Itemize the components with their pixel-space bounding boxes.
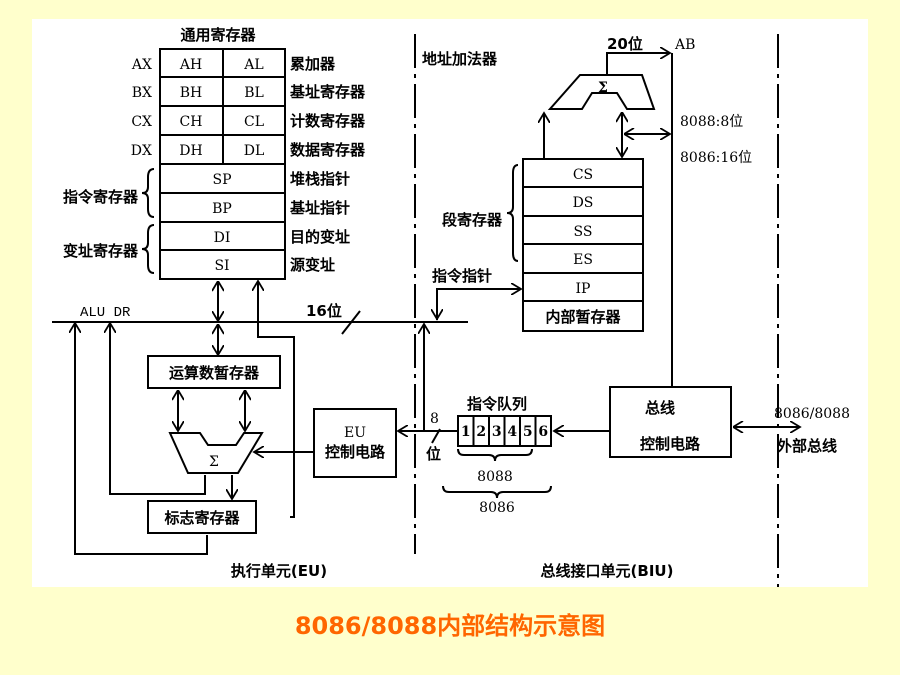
queue-slot-label: 3 — [492, 424, 502, 440]
index-group-label: 变址寄存器 — [63, 242, 139, 260]
alu-symbol: Σ — [209, 454, 219, 470]
internal-temp-register: 内部暂存器 — [545, 308, 621, 326]
register-high-dh: DH — [179, 143, 202, 159]
register-bp: BP — [212, 201, 232, 217]
alu-unit — [168, 432, 264, 474]
brace-8088-label: 8088 — [477, 469, 513, 485]
external-bus-bottom-label: 外部总线 — [776, 437, 837, 455]
register-desc-di: 目的变址 — [290, 228, 350, 246]
segment-register-cs: CS — [573, 167, 593, 183]
pointer-group-brace — [141, 168, 155, 218]
register-desc-bx: 基址寄存器 — [289, 83, 366, 101]
register-name-cx: CX — [131, 114, 152, 130]
segment-register-es: ES — [573, 252, 593, 268]
register-desc-bp: 基址指针 — [289, 199, 350, 217]
bus-control-line2: 控制电路 — [640, 435, 701, 453]
general-register-block — [159, 48, 286, 280]
address-bus-label: AB — [674, 37, 695, 53]
register-low-bl: BL — [244, 85, 264, 101]
register-desc-dx: 数据寄存器 — [290, 141, 366, 159]
data-width-8086: 8086:16位 — [680, 150, 752, 166]
queue-slot-label: 5 — [523, 424, 533, 440]
alu-bus-label: ALU DR — [80, 305, 131, 321]
register-desc-si: 源变址 — [290, 256, 335, 274]
eu-control-line2: 控制电路 — [325, 443, 386, 461]
register-desc-cx: 计数寄存器 — [290, 112, 366, 130]
bus-control-line1: 总线 — [645, 399, 675, 417]
address-adder-label: 地址加法器 — [422, 50, 498, 68]
brace-8088 — [457, 448, 533, 462]
address-width-label: 20位 — [607, 35, 643, 53]
operand-register-label: 运算数暂存器 — [169, 364, 260, 382]
external-bus-top-label: 8086/8088 — [774, 406, 850, 422]
segment-group-label: 段寄存器 — [442, 211, 503, 229]
biu-section-label: 总线接口单元(BIU) — [541, 562, 674, 580]
pointer-group-label: 指令寄存器 — [63, 188, 139, 206]
eu-section-label: 执行单元(EU) — [231, 562, 327, 580]
register-desc-ax: 累加器 — [290, 55, 336, 73]
bus-width-label: 16位 — [306, 302, 342, 320]
register-name-dx: DX — [131, 143, 152, 159]
register-desc-sp: 堆栈指针 — [290, 170, 350, 188]
brace-8086 — [442, 485, 552, 499]
ip-to-segment-arrow — [436, 289, 521, 320]
register-high-ch: CH — [180, 114, 203, 130]
register-low-cl: CL — [244, 114, 264, 130]
brace-8086-label: 8086 — [479, 500, 515, 516]
register-high-bh: BH — [180, 85, 203, 101]
queue-slot-label: 6 — [538, 424, 548, 440]
data-width-8088: 8088:8位 — [680, 114, 743, 130]
register-di: DI — [214, 230, 231, 246]
segment-register-ss: SS — [574, 224, 593, 240]
register-si: SI — [214, 258, 229, 274]
register-sp: SP — [212, 172, 231, 188]
bus-control-box — [609, 386, 732, 458]
eu-control-box — [313, 408, 397, 478]
general-registers-title: 通用寄存器 — [180, 26, 256, 44]
segment-register-block — [522, 158, 644, 332]
queue-slot-label: 4 — [507, 424, 517, 440]
queue-slot-label: 1 — [461, 424, 471, 440]
segment-register-ds: DS — [573, 195, 594, 211]
queue-width-bottom: 位 — [426, 445, 441, 463]
queue-slot-label: 2 — [476, 424, 486, 440]
register-low-dl: DL — [244, 143, 265, 159]
register-name-ax: AX — [131, 57, 152, 73]
queue-label: 指令队列 — [467, 395, 527, 413]
register-low-al: AL — [243, 57, 263, 73]
bus-width-slash — [341, 310, 361, 335]
segment-group-brace — [506, 164, 519, 262]
flags-register-box — [147, 500, 257, 534]
ip-label: 指令指针 — [432, 267, 492, 285]
address-adder-unit — [547, 74, 656, 110]
register-name-bx: BX — [132, 85, 152, 101]
alu-result-to-bus — [110, 323, 206, 495]
adder-to-address-bus — [606, 53, 670, 75]
queue-width-slash — [431, 428, 441, 444]
segment-register-ip: IP — [576, 281, 591, 297]
architecture-diagram: 通用寄存器 AX AH AL 累加器 BX BH BL 基址寄存器 CX CH CL 计数寄存器 DX D… — [52, 26, 850, 587]
flags-to-regs-line — [258, 281, 295, 518]
eu-control-line1: EU — [344, 425, 366, 441]
queue-slot — [534, 415, 552, 447]
queue-width-top: 8 — [430, 411, 439, 427]
operand-register-box — [147, 355, 281, 389]
flags-register-label: 标志寄存器 — [163, 509, 240, 527]
adder-symbol: Σ — [598, 80, 608, 96]
diagram-canvas: 通用寄存器 AX AH AL 累加器 BX BH BL 基址寄存器 CX CH CL 计数寄存器 DX D… — [32, 19, 868, 587]
register-high-ah: AH — [179, 57, 202, 73]
flags-to-bus — [75, 323, 208, 555]
diagram-title: 8086/8088内部结构示意图 — [294, 612, 606, 640]
index-group-brace — [141, 224, 155, 274]
